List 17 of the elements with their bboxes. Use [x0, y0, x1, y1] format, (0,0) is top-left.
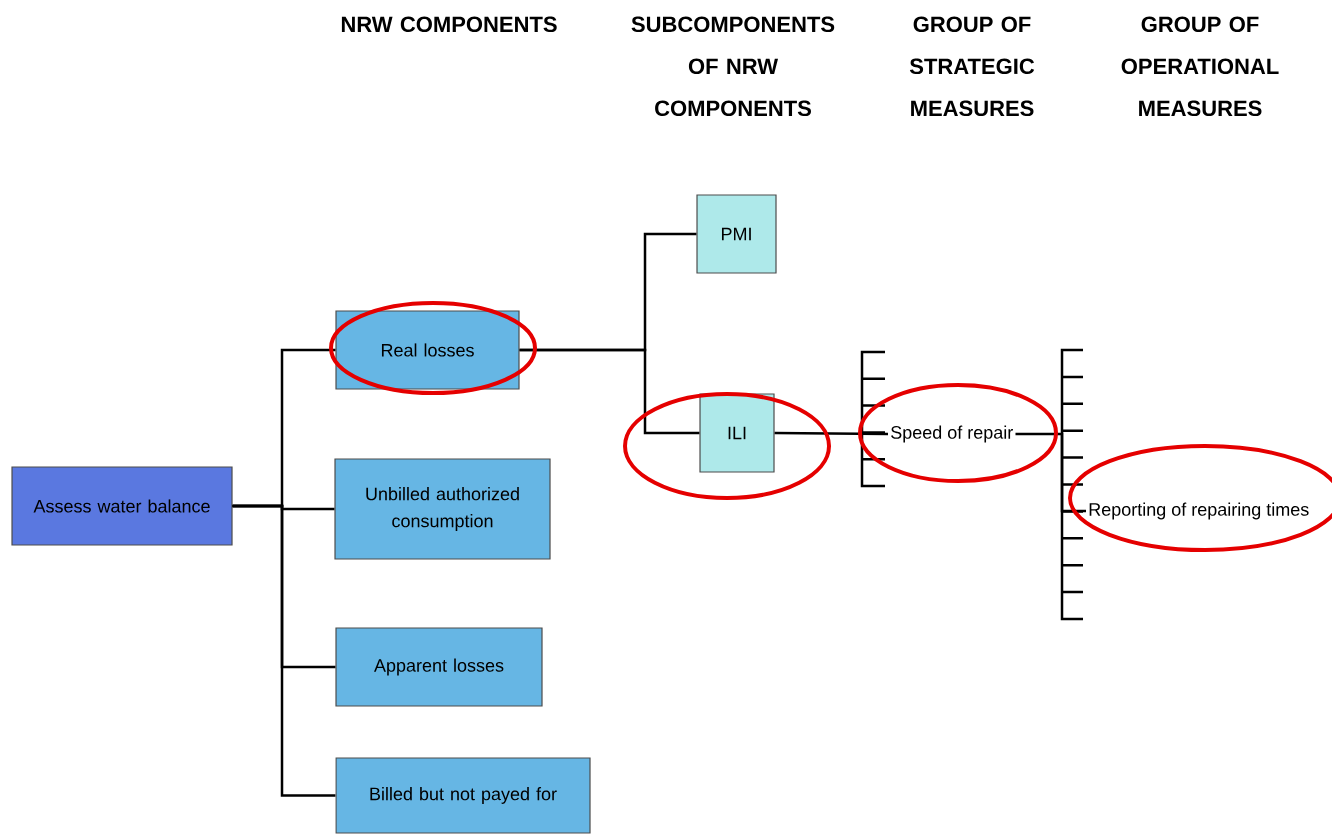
column-heading: GROUP OF OPERATIONAL MEASURES: [1121, 16, 1279, 117]
column-heading: GROUP OF STRATEGIC MEASURES: [909, 16, 1035, 117]
connector-line: [232, 504, 336, 797]
connector-line: [1015, 432, 1086, 513]
column-heading: NRW COMPONENTS: [341, 16, 557, 33]
process-box: Real losses: [335, 310, 520, 390]
process-box: PMI: [696, 194, 777, 274]
process-box: Assess water balance: [11, 466, 233, 546]
process-box: Unbilled authorized consumption: [334, 458, 551, 560]
node-label: Speed of repair: [888, 423, 1016, 445]
node-label: Reporting of repairing times: [1086, 500, 1312, 522]
process-box: Billed but not payed for: [335, 757, 591, 834]
connector-line: [519, 348, 700, 435]
process-box: ILI: [699, 393, 775, 473]
connector-line: [774, 431, 888, 436]
column-heading: SUBCOMPONENTS OF NRW COMPONENTS: [631, 16, 835, 117]
process-box: Apparent losses: [335, 627, 543, 707]
